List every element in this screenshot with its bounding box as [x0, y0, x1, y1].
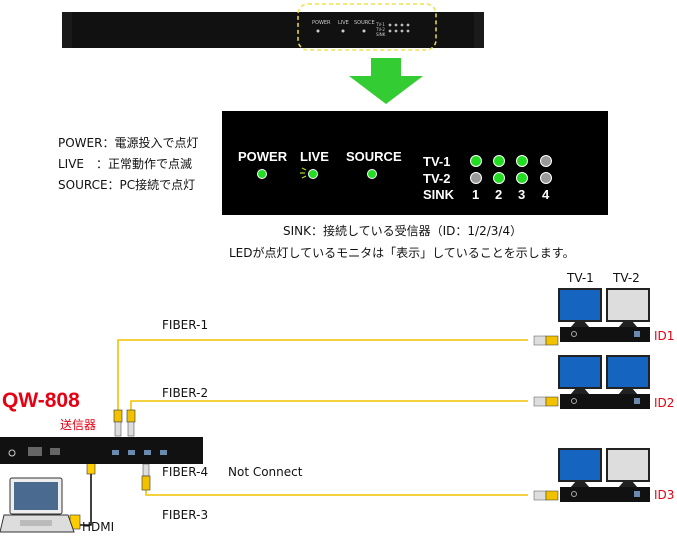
device-model: QW-808 — [2, 389, 80, 412]
receiver-id3-label: ID3 — [654, 488, 675, 502]
fiber-3-cable — [145, 490, 528, 496]
rack-source-label: SOURCE — [354, 20, 375, 26]
led-matrix — [470, 155, 552, 184]
fiber-4-label: FIBER-4 — [162, 465, 209, 479]
panel-source-label: SOURCE — [346, 149, 402, 164]
fiber-1-label: FIBER-1 — [162, 318, 209, 332]
panel-sink-label: SINK — [423, 187, 455, 202]
fiber-1-cable — [117, 339, 528, 410]
note-power: POWER：電源投入で点灯 — [58, 136, 199, 150]
panel-tv1-label: TV-1 — [423, 154, 451, 169]
panel-live-label: LIVE — [300, 149, 329, 164]
receiver-id1 — [533, 288, 650, 346]
laptop-icon — [0, 477, 75, 533]
fiber-4-status: Not Connect — [228, 465, 303, 479]
panel-num-3: 3 — [518, 187, 526, 202]
top-rack-unit — [62, 3, 484, 51]
receiver-id2 — [533, 355, 650, 409]
rack-live-label: LIVE — [338, 20, 349, 26]
zoom-arrow — [349, 58, 423, 104]
highlight-oval — [297, 3, 437, 51]
receiver-id3 — [533, 448, 650, 502]
receiver-id1-label: ID1 — [654, 329, 675, 343]
device-role: 送信器 — [60, 418, 97, 432]
fiber-2-label: FIBER-2 — [162, 386, 209, 400]
note-live: LIVE ：正常動作で点滅 — [58, 157, 193, 171]
panel-num-1: 1 — [472, 187, 480, 202]
led-display-note: LEDが点灯しているモニタは「表示」していることを示します。 — [229, 246, 575, 260]
fiber-2-cable — [130, 400, 528, 410]
tv1-header: TV-1 — [567, 271, 594, 285]
transmitter-box — [0, 437, 203, 464]
panel-tv2-label: TV-2 — [423, 171, 451, 186]
receiver-id2-label: ID2 — [654, 396, 675, 410]
panel-num-2: 2 — [495, 187, 503, 202]
panel-power-label: POWER — [238, 149, 288, 164]
hdmi-label: HDMI — [82, 520, 115, 534]
rack-power-label: POWER — [312, 20, 331, 26]
sink-note: SINK：接続している受信器（ID：1/2/3/4） — [283, 224, 523, 238]
fiber-cables — [74, 339, 528, 526]
blink-marks — [300, 167, 307, 179]
led-legend-note: POWER：電源投入で点灯 LIVE ：正常動作で点滅 SOURCE：PC接続で… — [58, 133, 198, 196]
fiber-3-label: FIBER-3 — [162, 508, 209, 522]
note-source: SOURCE：PC接続で点灯 — [58, 178, 196, 192]
panel-num-4: 4 — [542, 187, 550, 202]
tv2-header: TV-2 — [613, 271, 640, 285]
